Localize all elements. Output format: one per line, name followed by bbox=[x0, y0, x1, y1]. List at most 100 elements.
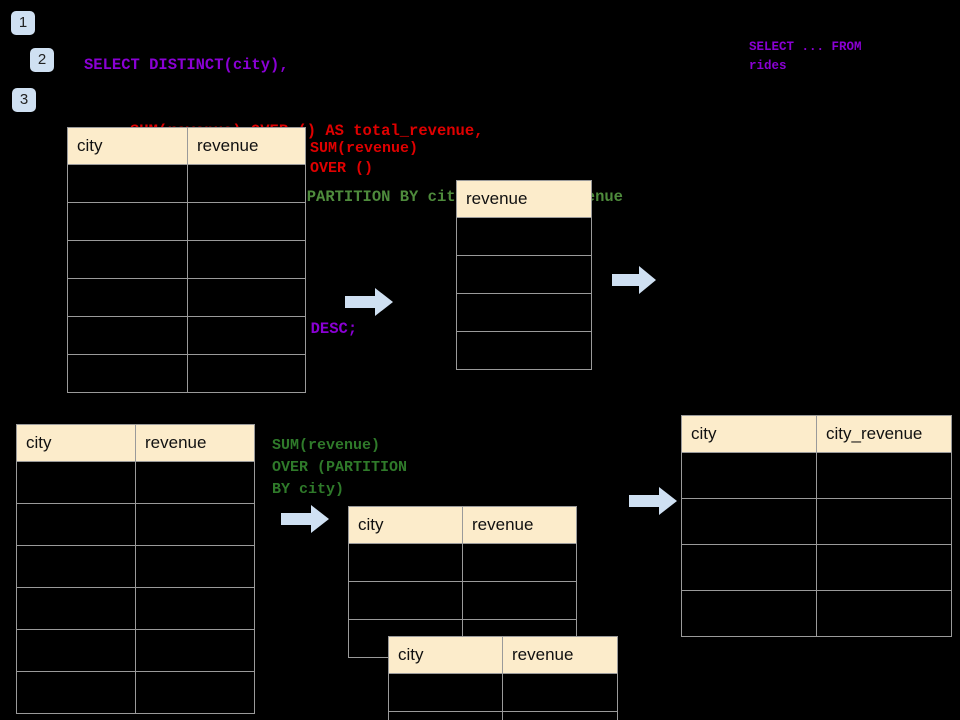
table-row bbox=[681, 452, 952, 499]
table-cell bbox=[187, 354, 306, 393]
table-row bbox=[681, 544, 952, 591]
table-cell bbox=[67, 202, 188, 241]
total-revenue-table: revenue bbox=[456, 180, 592, 370]
table-cell bbox=[187, 316, 306, 355]
partition-group-table-2: city revenue bbox=[388, 636, 618, 720]
table-row bbox=[388, 711, 618, 720]
table-cell bbox=[135, 671, 255, 714]
table-cell bbox=[456, 331, 592, 370]
table-row bbox=[67, 278, 306, 317]
table-cell bbox=[135, 629, 255, 672]
column-header-revenue: revenue bbox=[456, 180, 592, 218]
table-cell bbox=[135, 587, 255, 630]
table-header-row: revenue bbox=[456, 180, 592, 218]
arrow-source-to-total-icon bbox=[345, 288, 393, 316]
table-row bbox=[67, 164, 306, 203]
table-header-row: city revenue bbox=[388, 636, 618, 674]
table-row bbox=[388, 673, 618, 712]
table-cell bbox=[456, 217, 592, 256]
column-header-city: city bbox=[67, 127, 188, 165]
table-cell bbox=[16, 545, 136, 588]
table-cell bbox=[462, 581, 577, 620]
table-cell bbox=[135, 503, 255, 546]
table-cell bbox=[67, 354, 188, 393]
table-cell bbox=[502, 711, 618, 720]
table-row bbox=[16, 503, 255, 546]
column-header-city: city bbox=[348, 506, 463, 544]
table-row bbox=[16, 461, 255, 504]
arrow-groups-to-result-icon bbox=[629, 487, 677, 515]
table-cell bbox=[348, 543, 463, 582]
partition-source-table: city revenue bbox=[16, 424, 255, 714]
column-header-city-revenue: city_revenue bbox=[816, 415, 952, 453]
annotation-source-note: SELECT ... FROM rides bbox=[749, 40, 862, 73]
table-row bbox=[67, 202, 306, 241]
table-cell bbox=[681, 498, 817, 545]
column-header-revenue: revenue bbox=[135, 424, 255, 462]
table-cell bbox=[816, 452, 952, 499]
table-row bbox=[681, 498, 952, 545]
step-badge-3: 3 bbox=[12, 88, 36, 112]
table-cell bbox=[67, 240, 188, 279]
table-cell bbox=[816, 544, 952, 591]
table-cell bbox=[681, 544, 817, 591]
table-cell bbox=[816, 590, 952, 637]
column-header-revenue: revenue bbox=[187, 127, 306, 165]
column-header-city: city bbox=[16, 424, 136, 462]
step-badge-2: 2 bbox=[30, 48, 54, 72]
table-cell bbox=[187, 202, 306, 241]
annotation-over-all: SUM(revenue) OVER () bbox=[310, 140, 419, 177]
column-header-revenue: revenue bbox=[502, 636, 618, 674]
annotation-over-partition: SUM(revenue) OVER (PARTITION BY city) bbox=[272, 437, 408, 498]
table-row bbox=[456, 255, 592, 294]
table-cell bbox=[388, 673, 503, 712]
table-cell bbox=[681, 452, 817, 499]
column-header-city: city bbox=[388, 636, 503, 674]
table-cell bbox=[681, 590, 817, 637]
table-cell bbox=[16, 629, 136, 672]
table-cell bbox=[187, 164, 306, 203]
table-row bbox=[16, 629, 255, 672]
sql-line-select: SELECT DISTINCT(city), bbox=[84, 56, 289, 74]
table-cell bbox=[67, 316, 188, 355]
table-row bbox=[67, 354, 306, 393]
arrow-partition-to-groups-icon bbox=[281, 505, 329, 533]
table-cell bbox=[388, 711, 503, 720]
table-cell bbox=[16, 587, 136, 630]
table-cell bbox=[456, 255, 592, 294]
table-cell bbox=[16, 503, 136, 546]
table-row bbox=[681, 590, 952, 637]
table-cell bbox=[16, 461, 136, 504]
table-cell bbox=[456, 293, 592, 332]
table-cell bbox=[135, 545, 255, 588]
partition-group-table-1: city revenue bbox=[348, 506, 577, 658]
column-header-revenue: revenue bbox=[462, 506, 577, 544]
rides-source-table: city revenue bbox=[67, 127, 306, 393]
table-cell bbox=[816, 498, 952, 545]
table-header-row: city revenue bbox=[67, 127, 306, 165]
table-cell bbox=[67, 278, 188, 317]
table-header-row: city revenue bbox=[16, 424, 255, 462]
table-cell bbox=[502, 673, 618, 712]
table-cell bbox=[348, 581, 463, 620]
table-cell bbox=[135, 461, 255, 504]
table-row bbox=[456, 331, 592, 370]
table-cell bbox=[67, 164, 188, 203]
result-city-revenue-table: city city_revenue bbox=[681, 415, 952, 637]
table-cell bbox=[462, 543, 577, 582]
arrow-total-to-result-icon bbox=[612, 266, 656, 294]
column-header-city: city bbox=[681, 415, 817, 453]
step-badge-1: 1 bbox=[11, 11, 35, 35]
table-row bbox=[456, 293, 592, 332]
table-cell bbox=[187, 240, 306, 279]
table-row bbox=[348, 543, 577, 582]
table-header-row: city city_revenue bbox=[681, 415, 952, 453]
table-header-row: city revenue bbox=[348, 506, 577, 544]
table-row bbox=[456, 217, 592, 256]
table-row bbox=[348, 581, 577, 620]
table-row bbox=[67, 316, 306, 355]
table-cell bbox=[16, 671, 136, 714]
table-cell bbox=[187, 278, 306, 317]
table-row bbox=[16, 671, 255, 714]
